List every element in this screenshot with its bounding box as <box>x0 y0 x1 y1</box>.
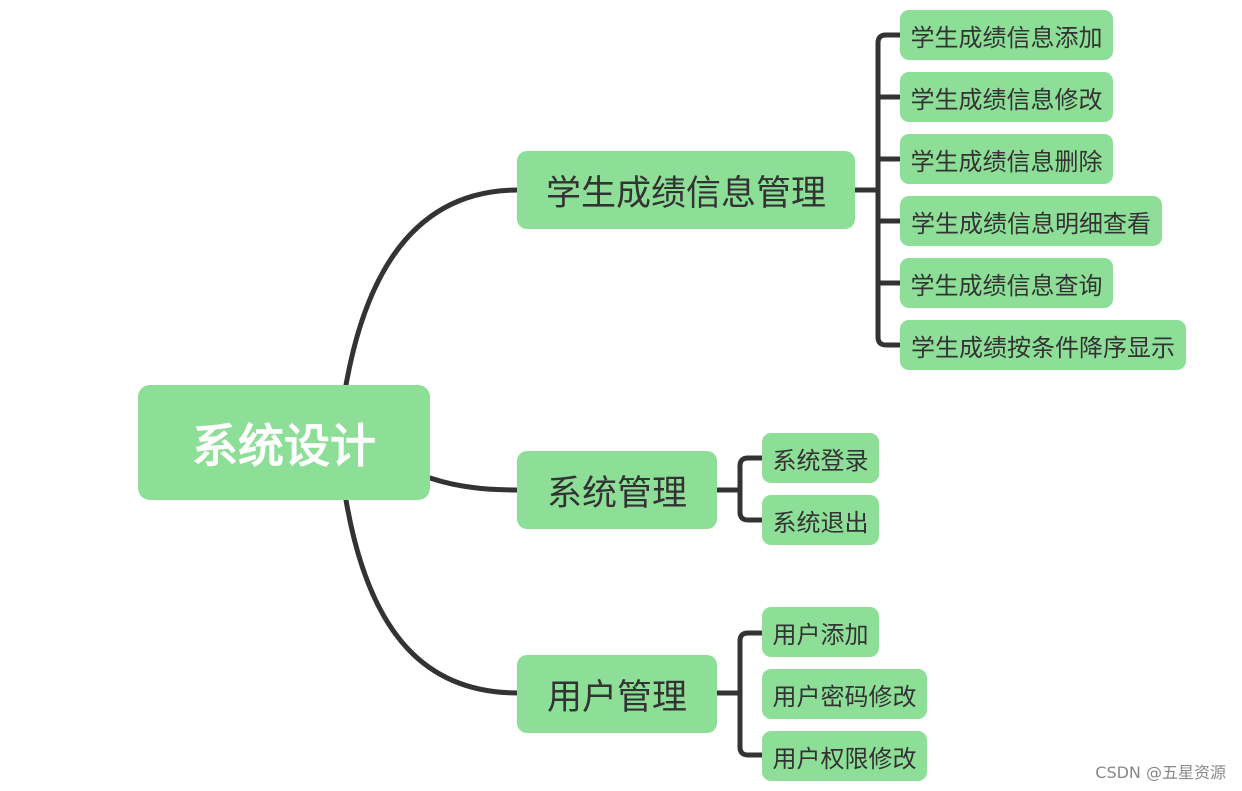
connector-branch-2-bracket <box>737 455 767 523</box>
watermark: CSDN @五星资源 <box>1095 763 1226 782</box>
leaf-label: 学生成绩信息明细查看 <box>911 209 1151 238</box>
leaf-node: 用户密码修改 <box>762 669 927 719</box>
root-node: 系统设计 <box>138 385 430 500</box>
connector-branch-3-bracket <box>737 630 767 758</box>
leaf-label: 系统登录 <box>772 446 869 475</box>
branch-label: 用户管理 <box>546 677 687 718</box>
leaf-label: 学生成绩按条件降序显示 <box>911 333 1175 362</box>
connector-root-to-branch-1 <box>343 187 521 388</box>
connector-root-to-branch-3 <box>343 497 521 696</box>
branch-node-system: 系统管理 <box>517 451 717 529</box>
leaf-node: 学生成绩信息添加 <box>900 10 1113 60</box>
leaf-node: 系统退出 <box>762 495 879 545</box>
leaf-label: 系统退出 <box>772 508 869 537</box>
leaf-node: 学生成绩信息查询 <box>900 258 1113 308</box>
leaf-node: 用户权限修改 <box>762 731 927 781</box>
leaf-label: 用户密码修改 <box>772 682 917 711</box>
leaf-label: 学生成绩信息添加 <box>910 23 1103 52</box>
leaf-label: 用户添加 <box>772 620 869 649</box>
connector-branch-1-bracket <box>875 32 905 348</box>
branch-label: 学生成绩信息管理 <box>545 173 826 214</box>
root-label: 系统设计 <box>192 418 376 473</box>
leaf-label: 学生成绩信息删除 <box>910 147 1103 176</box>
leaf-node: 学生成绩信息明细查看 <box>900 196 1162 246</box>
leaf-node: 学生成绩信息修改 <box>900 72 1113 122</box>
branch-label: 系统管理 <box>546 473 687 514</box>
branch-node-student-grades: 学生成绩信息管理 <box>517 151 855 229</box>
leaf-label: 学生成绩信息查询 <box>910 271 1103 300</box>
leaf-label: 用户权限修改 <box>772 744 917 773</box>
leaf-node: 用户添加 <box>762 607 879 657</box>
leaf-label: 学生成绩信息修改 <box>910 85 1103 114</box>
connector-root-to-branch-2 <box>427 475 521 493</box>
branch-node-users: 用户管理 <box>517 655 717 733</box>
leaf-node: 学生成绩信息删除 <box>900 134 1113 184</box>
leaf-node: 学生成绩按条件降序显示 <box>900 320 1186 370</box>
leaf-node: 系统登录 <box>762 433 879 483</box>
